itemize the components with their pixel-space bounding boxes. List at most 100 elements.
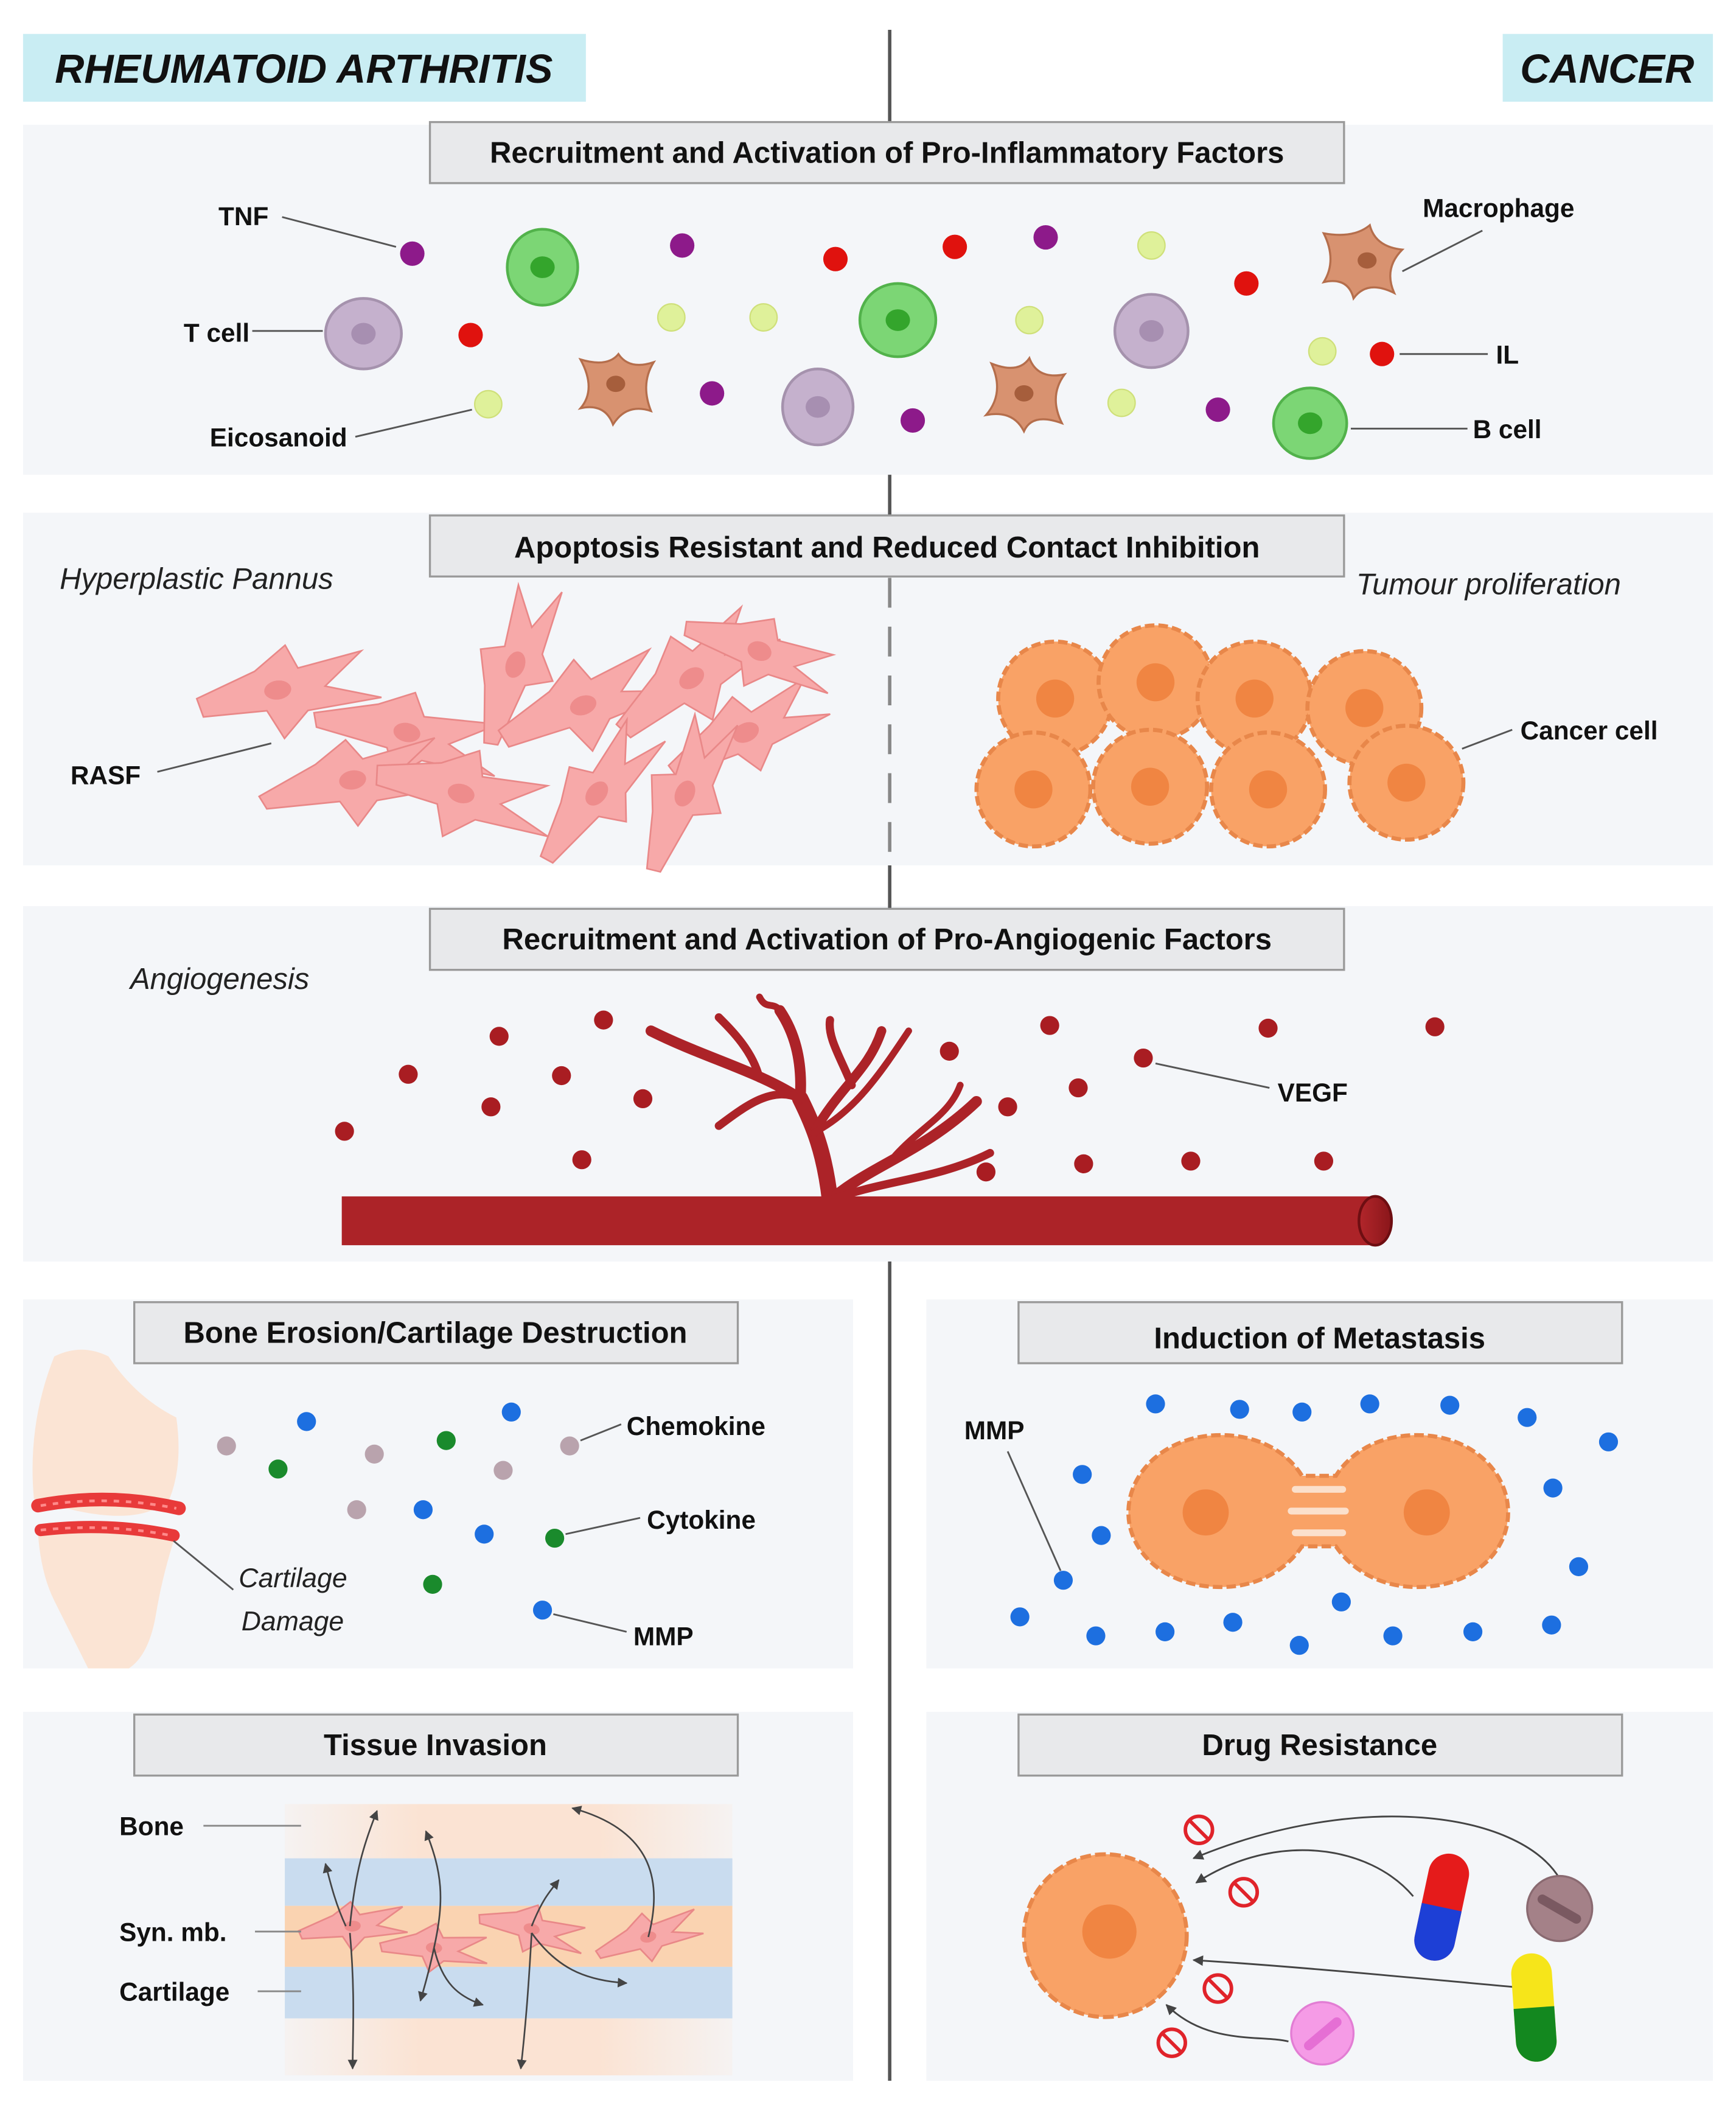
panel6-title: Tissue Invasion xyxy=(324,1729,547,1762)
il-particle xyxy=(943,234,967,259)
vessel-lumen xyxy=(1358,1195,1393,1247)
eicosanoid-particle xyxy=(657,303,686,332)
t-cell xyxy=(781,368,855,447)
cartilage-layer-top xyxy=(285,1858,733,1906)
mmp-particle xyxy=(475,1524,494,1544)
cytokine-label: Cytokine xyxy=(647,1506,756,1534)
mmp-particle xyxy=(1010,1607,1030,1627)
il-particle xyxy=(1234,271,1259,296)
panel2-title: Apoptosis Resistant and Reduced Contact … xyxy=(514,531,1260,564)
mmp-particle xyxy=(1543,1478,1563,1498)
mmp-particle xyxy=(1383,1626,1403,1646)
chemokine-particle xyxy=(364,1444,384,1464)
p5-mmp-particles xyxy=(1010,1394,1619,1655)
vegf-particle xyxy=(976,1162,996,1182)
cartilage-damage-leader xyxy=(173,1540,234,1591)
cancer-cell-label: Cancer cell xyxy=(1521,716,1658,745)
drug-efflux-arrows xyxy=(1165,1815,1561,2042)
panel5-title-box xyxy=(1017,1301,1623,1364)
vegf-particle xyxy=(633,1089,653,1109)
mmp-particle xyxy=(1463,1622,1483,1641)
mmp-particle xyxy=(1542,1615,1561,1635)
macrophage-label: Macrophage xyxy=(1423,194,1574,223)
mmp-particle xyxy=(1440,1395,1460,1415)
joint-illustration xyxy=(31,1349,186,1669)
no-entry-icon xyxy=(1156,2027,1187,2058)
red-blue-capsule xyxy=(1414,1853,1469,1961)
blood-vessel xyxy=(341,993,1393,1247)
vegf-particle xyxy=(335,1122,354,1141)
macrophage xyxy=(577,352,657,427)
vegf-particle xyxy=(1040,1016,1059,1035)
invasion-arrows xyxy=(322,1806,655,2070)
p4-mmp-label: MMP xyxy=(633,1622,694,1651)
t-cell xyxy=(324,297,403,371)
angiogenesis-caption: Angiogenesis xyxy=(128,963,309,996)
panel7-title: Drug Resistance xyxy=(1202,1729,1437,1762)
vegf-particle xyxy=(1314,1151,1334,1171)
cartilage-damage-label-line1: Cartilage xyxy=(239,1563,347,1593)
chemokine-particle xyxy=(560,1436,579,1456)
panel4-title-box xyxy=(133,1301,739,1364)
tnf-particle xyxy=(1033,225,1058,250)
t-cell xyxy=(1113,293,1190,369)
vegf-particle xyxy=(594,1010,613,1030)
tnf-particle xyxy=(400,241,425,266)
vegf-leader xyxy=(1155,1063,1270,1089)
mmp-particle xyxy=(1289,1636,1309,1655)
vegf-particles xyxy=(335,1010,1445,1182)
il-label: IL xyxy=(1496,340,1519,369)
vegf-particle xyxy=(1134,1048,1153,1068)
panel1-title: Recruitment and Activation of Pro-Inflam… xyxy=(490,136,1284,169)
header-rheumatoid-arthritis: RHEUMATOID ARTHRITIS xyxy=(55,46,553,92)
vegf-particle xyxy=(998,1097,1017,1117)
mmp-particle xyxy=(1223,1613,1243,1632)
tnf-particle xyxy=(1205,397,1230,422)
macrophage xyxy=(1321,223,1405,301)
no-entry-icon xyxy=(1228,1877,1260,1908)
cytokine-particle xyxy=(545,1528,565,1548)
cytokine-particle xyxy=(436,1431,456,1450)
yellow-green-capsule xyxy=(1511,1953,1557,2062)
vegf-particle xyxy=(399,1064,418,1084)
chemokine-particle xyxy=(493,1461,513,1480)
mmp-particle xyxy=(532,1601,553,1620)
cartilage-layer-bottom xyxy=(285,1966,733,2019)
vegf-particle xyxy=(1074,1154,1093,1173)
mmp-particle xyxy=(1360,1394,1379,1414)
mmp-particle xyxy=(1598,1432,1619,1451)
panel4-title: Bone Erosion/Cartilage Destruction xyxy=(184,1317,688,1350)
vegf-label: VEGF xyxy=(1278,1078,1348,1107)
panel7-title-box xyxy=(1017,1713,1623,1777)
p5-mmp-leader xyxy=(1006,1451,1062,1571)
gray-tablet xyxy=(1526,1874,1594,1943)
header-left-bg xyxy=(23,33,586,102)
p1-leader-lines xyxy=(252,216,1488,438)
mmp-particle xyxy=(1230,1400,1249,1419)
syn-mb-label: Syn. mb. xyxy=(119,1918,226,1947)
b-cell xyxy=(1272,386,1348,460)
mmp-particle xyxy=(297,1412,316,1431)
cancer-cell xyxy=(974,730,1093,849)
eicosanoid-label: Eicosanoid xyxy=(210,423,347,452)
b-cell-label: B cell xyxy=(1473,415,1542,444)
panel1-title-box xyxy=(428,120,1345,184)
mmp-particle xyxy=(1053,1571,1073,1590)
vessel-sprouts xyxy=(645,993,994,1209)
mmp-particle xyxy=(1292,1402,1312,1422)
il-particle xyxy=(1370,341,1395,366)
cancer-cell-leader xyxy=(1462,728,1513,750)
cancer-cell-cluster xyxy=(974,623,1466,849)
mmp-particle xyxy=(1146,1394,1165,1414)
tumour-proliferation-caption: Tumour proliferation xyxy=(1356,568,1621,601)
vegf-particle xyxy=(489,1027,509,1046)
rasf-cluster xyxy=(195,582,837,873)
no-entry-icon xyxy=(1183,1814,1215,1845)
tnf-particle xyxy=(700,381,725,406)
vegf-particle xyxy=(552,1066,571,1086)
eicosanoid-particle xyxy=(474,389,503,419)
cancer-cell xyxy=(1209,730,1327,849)
pink-tablet xyxy=(1290,2001,1355,2066)
